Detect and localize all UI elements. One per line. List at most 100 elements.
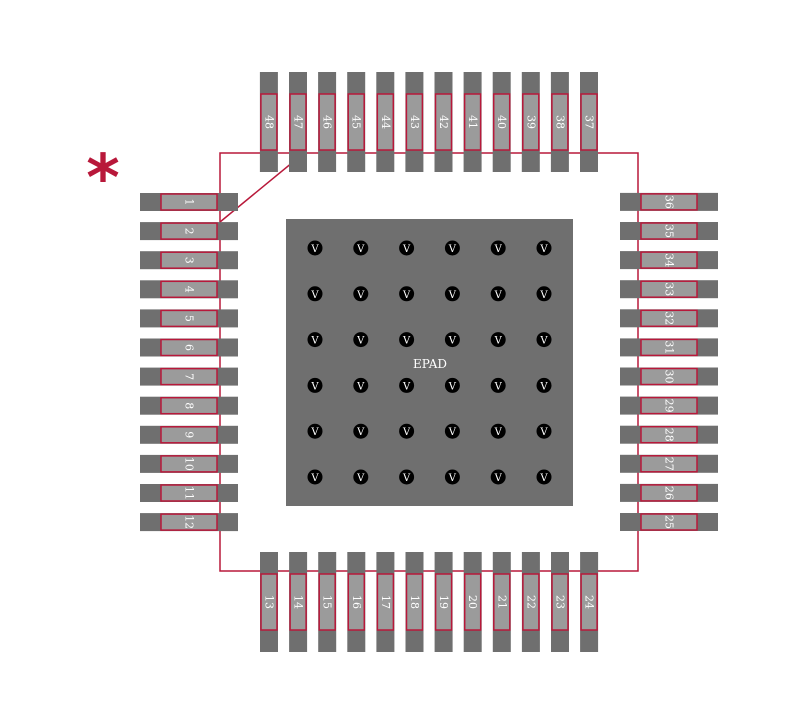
pin-number: 12 bbox=[183, 515, 196, 529]
thermal-via: V bbox=[536, 469, 552, 485]
thermal-via: V bbox=[444, 240, 460, 256]
pin-number: 25 bbox=[663, 515, 676, 529]
thermal-via: V bbox=[490, 423, 506, 439]
pin-6: 6 bbox=[140, 338, 238, 357]
via-label: V bbox=[310, 290, 319, 301]
thermal-via: V bbox=[490, 332, 506, 348]
pin-10: 10 bbox=[140, 454, 238, 473]
thermal-via: V bbox=[444, 423, 460, 439]
pin-number: 3 bbox=[183, 257, 196, 264]
thermal-via: V bbox=[353, 286, 369, 302]
pin-23: 23 bbox=[551, 552, 569, 652]
via-label: V bbox=[402, 290, 411, 301]
pin-46: 46 bbox=[318, 72, 337, 172]
pin-number: 5 bbox=[183, 315, 196, 322]
pin-25: 25 bbox=[620, 513, 718, 531]
epad-label: EPAD bbox=[413, 357, 447, 371]
via-label: V bbox=[539, 427, 548, 438]
via-label: V bbox=[356, 427, 365, 438]
pin-number: 19 bbox=[437, 595, 450, 609]
pin-number: 20 bbox=[466, 595, 479, 609]
pin-number: 21 bbox=[495, 595, 508, 609]
pin-39: 39 bbox=[521, 72, 540, 172]
thermal-via: V bbox=[444, 332, 460, 348]
pin-number: 17 bbox=[379, 595, 392, 609]
via-label: V bbox=[539, 336, 548, 347]
pin-number: 36 bbox=[663, 195, 676, 209]
exposed-pad bbox=[286, 219, 573, 506]
pin1-marker: * bbox=[86, 142, 119, 216]
pin-13: 13 bbox=[260, 552, 278, 652]
pin-42: 42 bbox=[434, 72, 453, 172]
pin-number: 44 bbox=[379, 115, 392, 129]
pin-26: 26 bbox=[620, 483, 718, 502]
pin-33: 33 bbox=[620, 280, 718, 299]
thermal-via: V bbox=[353, 423, 369, 439]
pin-number: 1 bbox=[183, 199, 196, 206]
thermal-via: V bbox=[399, 377, 415, 393]
pin-45: 45 bbox=[347, 72, 366, 172]
via-label: V bbox=[494, 336, 503, 347]
pin-number: 6 bbox=[183, 344, 196, 351]
pin-number: 43 bbox=[408, 115, 421, 129]
thermal-via: V bbox=[399, 240, 415, 256]
pin-number: 33 bbox=[663, 282, 676, 296]
pin-number: 27 bbox=[663, 457, 676, 471]
via-label: V bbox=[310, 381, 319, 392]
via-label: V bbox=[402, 336, 411, 347]
thermal-via: V bbox=[399, 286, 415, 302]
via-label: V bbox=[448, 381, 457, 392]
pin-19: 19 bbox=[434, 552, 453, 652]
pin-number: 39 bbox=[524, 115, 537, 129]
thermal-via: V bbox=[399, 332, 415, 348]
pin-17: 17 bbox=[376, 552, 395, 652]
pin-9: 9 bbox=[140, 425, 238, 444]
pin-number: 16 bbox=[350, 595, 363, 609]
via-label: V bbox=[448, 290, 457, 301]
pin-number: 11 bbox=[183, 486, 196, 500]
pin-32: 32 bbox=[620, 309, 718, 328]
pin-number: 41 bbox=[466, 115, 479, 129]
thermal-via: V bbox=[444, 286, 460, 302]
pin-8: 8 bbox=[140, 396, 238, 415]
via-label: V bbox=[494, 473, 503, 484]
pin-number: 10 bbox=[183, 457, 196, 471]
pin-number: 37 bbox=[583, 115, 596, 129]
via-label: V bbox=[539, 473, 548, 484]
via-label: V bbox=[539, 381, 548, 392]
pin-30: 30 bbox=[620, 367, 718, 386]
pin-24: 24 bbox=[580, 552, 599, 652]
pin-number: 4 bbox=[183, 286, 196, 293]
pin-number: 14 bbox=[292, 595, 305, 609]
via-label: V bbox=[356, 336, 365, 347]
thermal-via: V bbox=[490, 377, 506, 393]
pin-22: 22 bbox=[521, 552, 540, 652]
pin-number: 46 bbox=[321, 115, 334, 129]
pin-21: 21 bbox=[492, 552, 511, 652]
pin-47: 47 bbox=[289, 72, 307, 172]
via-label: V bbox=[402, 244, 411, 255]
pin-5: 5 bbox=[140, 309, 238, 328]
via-label: V bbox=[448, 427, 457, 438]
via-label: V bbox=[356, 244, 365, 255]
pin-number: 7 bbox=[183, 373, 196, 380]
thermal-via: V bbox=[536, 423, 552, 439]
pin-number: 24 bbox=[583, 595, 596, 609]
thermal-via: V bbox=[399, 469, 415, 485]
thermal-via: V bbox=[353, 332, 369, 348]
pin-number: 18 bbox=[408, 595, 421, 609]
pin-number: 40 bbox=[495, 115, 508, 129]
via-label: V bbox=[448, 336, 457, 347]
thermal-via: V bbox=[307, 423, 323, 439]
via-label: V bbox=[402, 381, 411, 392]
pin-number: 9 bbox=[183, 431, 196, 438]
thermal-via: V bbox=[353, 377, 369, 393]
pin-number: 47 bbox=[292, 115, 305, 129]
thermal-via: V bbox=[444, 377, 460, 393]
via-label: V bbox=[402, 473, 411, 484]
pin-20: 20 bbox=[463, 552, 482, 652]
via-label: V bbox=[310, 244, 319, 255]
pin-number: 28 bbox=[663, 428, 676, 442]
